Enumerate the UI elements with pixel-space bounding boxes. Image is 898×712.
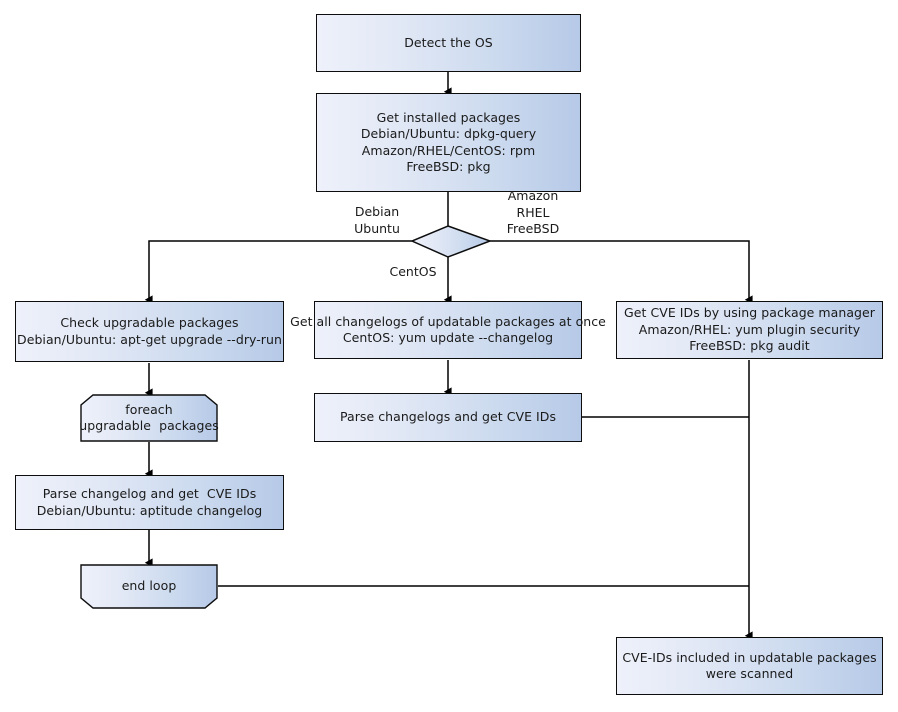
node-scanned-result-label: CVE-IDs included in updatable packages w… — [622, 649, 877, 682]
node-parse-changelogs-all[interactable]: Parse changelogs and get CVE IDs — [314, 393, 582, 442]
node-parse-changelogs-all-label: Parse changelogs and get CVE IDs — [339, 409, 557, 425]
node-foreach-loop-label: foreach upgradable packages — [79, 401, 219, 434]
node-check-upgradable-label: Check upgradable packages Debian/Ubuntu:… — [17, 315, 282, 347]
node-parse-changelog-single[interactable]: Parse changelog and get CVE IDs Debian/U… — [15, 475, 284, 530]
node-get-all-changelogs-label: Get all changelogs of updatable packages… — [290, 313, 606, 346]
node-parse-changelog-single-label: Parse changelog and get CVE IDs Debian/U… — [36, 486, 263, 518]
edge-decision-to-check — [144, 240, 412, 305]
node-get-cve-ids-pkgmgr-label: Get CVE IDs by using package manager Ama… — [624, 305, 875, 354]
edge-label-centos: CentOS — [389, 264, 437, 279]
node-end-loop[interactable]: end loop — [80, 564, 218, 609]
node-end-loop-label: end loop — [121, 578, 177, 594]
os-decision-diamond — [410, 225, 493, 258]
node-foreach-loop[interactable]: foreach upgradable packages — [79, 394, 219, 442]
edge-label-amazon-rhel-freebsd: Amazon RHEL FreeBSD — [506, 188, 560, 236]
node-get-installed-packages[interactable]: Get installed packages Debian/Ubuntu: dp… — [316, 93, 581, 192]
node-get-all-changelogs[interactable]: Get all changelogs of updatable packages… — [290, 301, 606, 359]
node-scanned-result[interactable]: CVE-IDs included in updatable packages w… — [616, 637, 883, 695]
edge-decision-to-cve — [490, 240, 753, 305]
node-get-installed-packages-label: Get installed packages Debian/Ubuntu: dp… — [360, 109, 537, 175]
edge-label-debian-ubuntu: Debian Ubuntu — [354, 204, 400, 236]
node-get-cve-ids-pkgmgr[interactable]: Get CVE IDs by using package manager Ama… — [616, 301, 883, 359]
loop-end-shape — [80, 564, 218, 609]
loop-start-shape — [80, 394, 218, 442]
node-detect-os-label: Detect the OS — [404, 34, 493, 50]
node-detect-os[interactable]: Detect the OS — [316, 14, 581, 72]
node-check-upgradable[interactable]: Check upgradable packages Debian/Ubuntu:… — [15, 301, 284, 362]
